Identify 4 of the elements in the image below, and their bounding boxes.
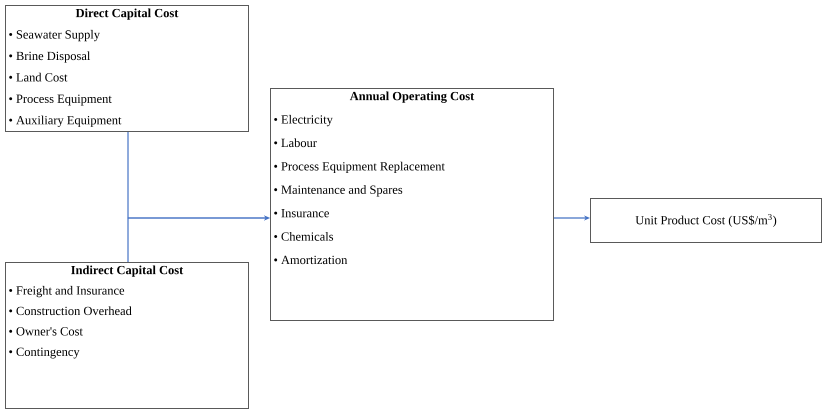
cost-box: Annual Operating Cost • Electricity • Labour • Process Equipment Replacement • Maintenance and Spares • Insurance • Chemicals • Amortization (270, 88, 554, 321)
cost-box: Direct Capital Cost • Seawater Supply • Brine Disposal • Land Cost • Process Equipment • Auxiliary Equipment (5, 5, 249, 132)
cost-box: Unit Product Cost (US$/m$^{3}$) (590, 198, 822, 243)
cost-box: Indirect Capital Cost • Freight and Insurance • Construction Overhead • Owner's Cost • Contingency (5, 262, 249, 409)
